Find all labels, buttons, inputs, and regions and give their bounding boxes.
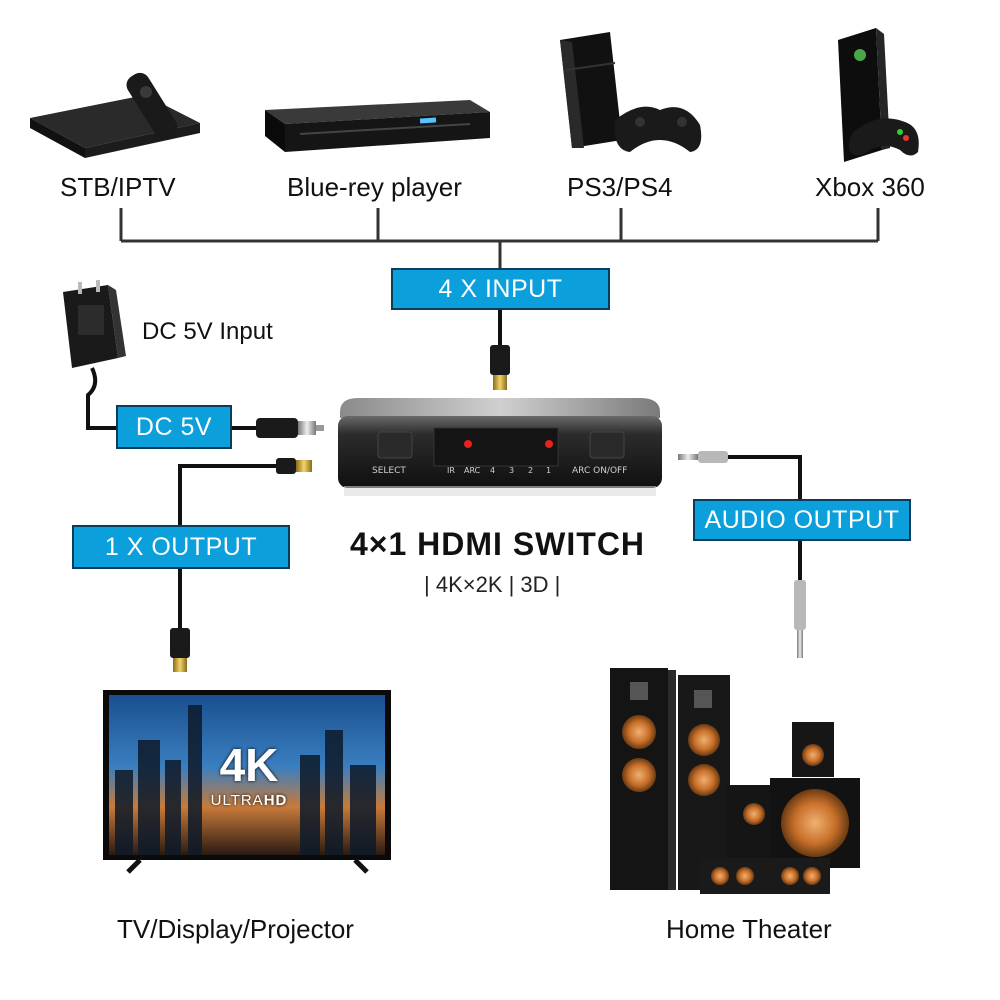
port-3-label: 3	[509, 466, 514, 475]
input-bracket	[121, 208, 878, 268]
stb-device-illustration	[30, 69, 200, 158]
xbox-label: Xbox 360	[815, 172, 925, 203]
arc-label: ARC	[464, 466, 480, 475]
ps-device-illustration	[560, 32, 701, 152]
select-button-label: SELECT	[372, 466, 406, 476]
xbox-device-illustration	[838, 28, 919, 162]
bluray-device-illustration	[265, 100, 490, 152]
audio-box-label: AUDIO OUTPUT	[693, 499, 911, 541]
home-theater-illustration	[610, 668, 860, 894]
arc-onoff-button-label: ARC ON/OFF	[572, 466, 627, 476]
dc-cable	[232, 418, 324, 438]
ps-label: PS3/PS4	[567, 172, 673, 203]
hdmi-switch-illustration	[338, 398, 662, 496]
port-4-label: 4	[490, 466, 495, 475]
output-box-label: 1 X OUTPUT	[72, 525, 290, 569]
product-title: 4×1 HDMI SWITCH	[350, 526, 645, 563]
bluray-label: Blue-rey player	[287, 172, 462, 203]
tv-ultrahd-text: ULTRAHD	[201, 792, 297, 809]
product-subtitle: | 4K×2K | 3D |	[424, 572, 560, 598]
power-input-label: DC 5V Input	[142, 318, 273, 346]
port-1-label: 1	[546, 466, 551, 475]
port-2-label: 2	[528, 466, 533, 475]
audio-cable	[678, 451, 806, 658]
stb-label: STB/IPTV	[60, 172, 176, 203]
ir-label: IR	[447, 466, 455, 475]
input-hdmi-cable	[490, 310, 510, 390]
dc-box-label: DC 5V	[116, 405, 232, 449]
tv-label: TV/Display/Projector	[117, 914, 354, 945]
tv-ultra-text: ULTRA	[211, 792, 264, 809]
input-box-label: 4 X INPUT	[391, 268, 610, 310]
theater-label: Home Theater	[666, 914, 832, 945]
tv-4k-text: 4K	[206, 742, 292, 788]
tv-hd-text: HD	[264, 792, 288, 809]
